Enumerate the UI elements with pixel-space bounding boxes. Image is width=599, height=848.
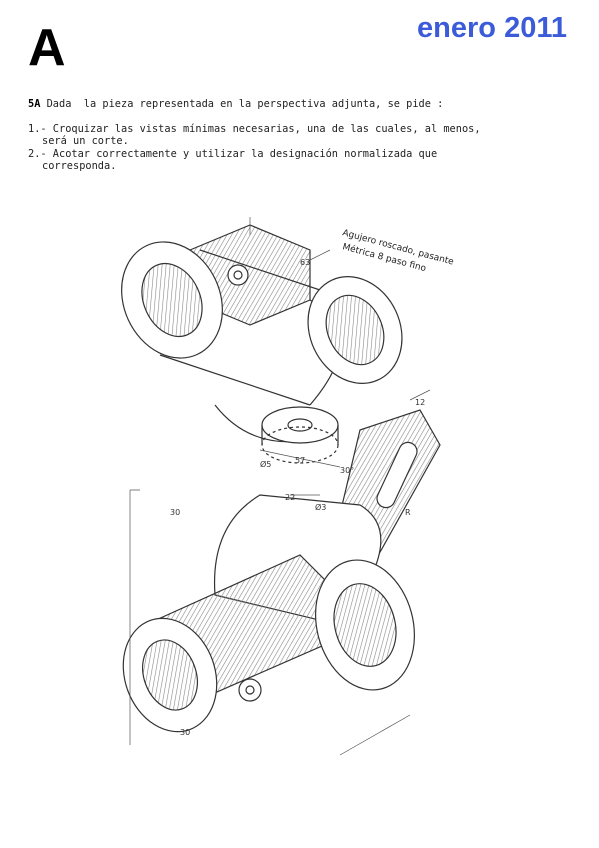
center-flange <box>261 406 339 444</box>
svg-text:R: R <box>405 508 411 517</box>
isometric-part-drawing: 63 30 Ø5 57 22 Ø3 30° 12 30 R Agujero ro… <box>121 217 455 756</box>
item-1-line2: será un corte. <box>42 135 129 147</box>
svg-text:22: 22 <box>285 493 295 502</box>
svg-text:30: 30 <box>180 728 190 737</box>
svg-text:30°: 30° <box>340 466 354 475</box>
svg-text:12: 12 <box>415 398 425 407</box>
exercise-code: 5A <box>28 98 41 110</box>
svg-text:Ø3: Ø3 <box>315 502 326 512</box>
exam-letter: A <box>28 19 66 77</box>
svg-text:63: 63 <box>300 258 310 267</box>
bolt-boss-bottom <box>238 678 262 702</box>
item-2-line2: corresponda. <box>42 160 117 172</box>
svg-text:30: 30 <box>170 508 180 517</box>
exercise-statement: 5A Dada la pieza representada en la pers… <box>28 98 573 173</box>
svg-text:57: 57 <box>295 456 305 465</box>
statement-intro-text: Dada la pieza representada en la perspec… <box>40 98 444 110</box>
exam-date: enero 2011 <box>417 12 567 44</box>
item-1-line1: 1.- Croquizar las vistas mínimas necesar… <box>28 122 481 135</box>
dimension-labels: 63 30 Ø5 57 22 Ø3 30° 12 30 R <box>170 258 425 737</box>
svg-text:Ø5: Ø5 <box>260 459 271 469</box>
statement-intro: 5A Dada la pieza representada en la pers… <box>28 98 573 111</box>
item-2-line1: 2.- Acotar correctamente y utilizar la d… <box>28 147 438 160</box>
bolt-boss-top <box>227 264 249 286</box>
